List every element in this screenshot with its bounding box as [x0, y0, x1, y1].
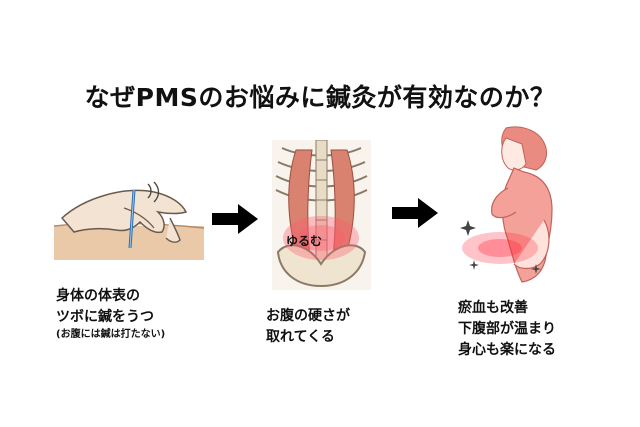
step-1-line-2: ツボに鍼をうつ — [56, 309, 154, 325]
right-arrow-icon — [392, 198, 438, 228]
step-1-illustration — [53, 178, 205, 260]
step-3-illustration — [456, 124, 576, 284]
page-title: なぜPMSのお悩みに鍼灸が有効なのか？ — [84, 83, 556, 112]
step-2-illustration — [264, 139, 379, 290]
step-2-line-1: お腹の硬さが — [266, 308, 350, 324]
loosen-badge: ゆるむ — [286, 234, 323, 248]
right-arrow-icon — [212, 204, 258, 234]
step-1-caption: 身体の体表の ツボに鍼をうつ (お腹には鍼は打たない) — [56, 286, 165, 342]
step-3-caption: 瘀血も改善 下腹部が温まり 身心も楽になる — [458, 298, 556, 361]
step-2-caption: お腹の硬さが 取れてくる — [266, 306, 350, 348]
step-2-line-2: 取れてくる — [266, 329, 335, 345]
step-1-note: (お腹には鍼は打たない) — [56, 329, 166, 340]
step-3-line-3: 身心も楽になる — [458, 342, 556, 358]
step-3-line-2: 下腹部が温まり — [458, 321, 556, 337]
step-1-line-1: 身体の体表の — [56, 288, 140, 304]
step-3-line-1: 瘀血も改善 — [458, 300, 528, 316]
